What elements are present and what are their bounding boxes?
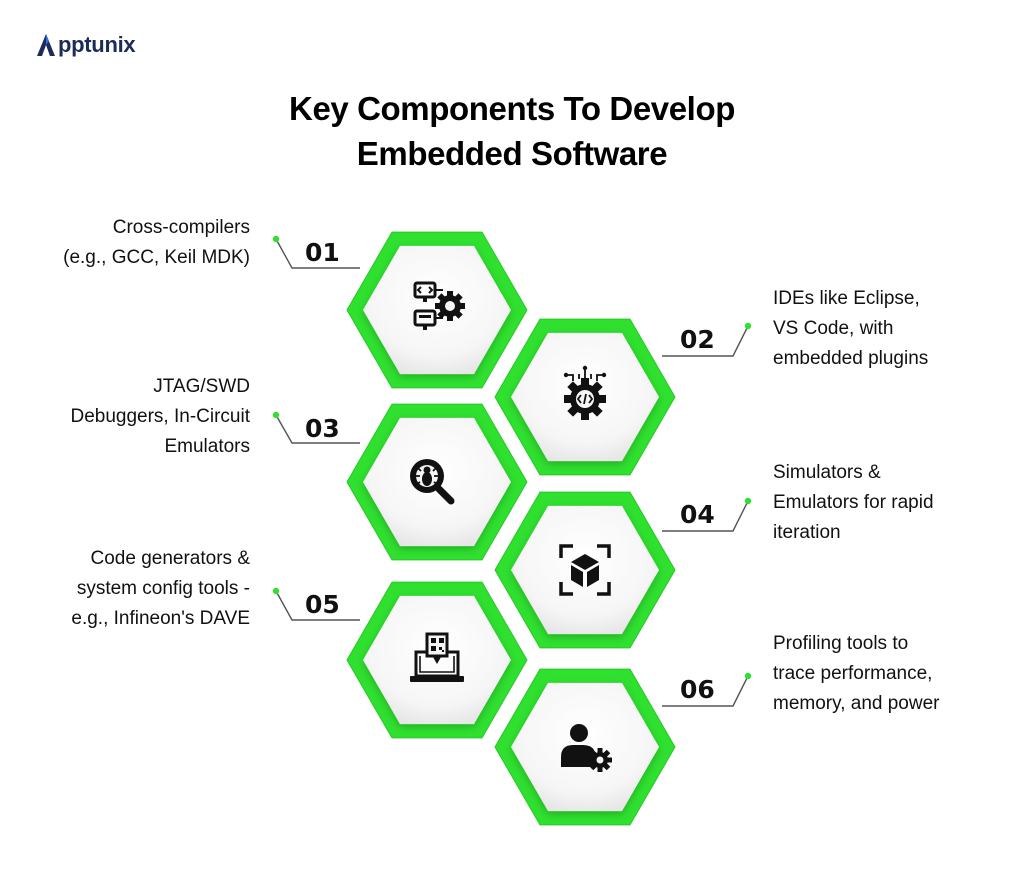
component-label-05: Code generators & system config tools - … <box>71 548 250 629</box>
laptop-qr-icon <box>410 632 464 682</box>
code-gear-icon <box>413 281 465 330</box>
code-chip-gear-icon <box>563 365 607 420</box>
logo-mark-icon <box>37 34 55 56</box>
component-label-02: IDEs like Eclipse, VS Code, with embedde… <box>773 288 929 369</box>
connector-03 <box>272 411 360 444</box>
bug-search-icon <box>410 459 455 505</box>
component-label-03: JTAG/SWD Debuggers, In-Circuit Emulators <box>70 376 250 457</box>
component-label-04: Simulators & Emulators for rapid iterati… <box>773 462 934 543</box>
component-number-02: 02 <box>680 325 715 354</box>
component-number-04: 04 <box>680 500 715 529</box>
title-line-2: Embedded Software <box>356 135 668 172</box>
page-title: Key Components To Develop Embedded Softw… <box>0 86 1024 176</box>
brand-logo: pptunix <box>36 32 136 58</box>
component-number-06: 06 <box>680 675 715 704</box>
connector-02 <box>662 322 752 357</box>
cube-frame-icon <box>559 544 611 596</box>
connector-05 <box>272 587 360 621</box>
title-line-1: Key Components To Develop <box>289 90 735 127</box>
connector-04 <box>662 497 752 532</box>
component-number-01: 01 <box>305 238 340 267</box>
component-label-01: Cross-compilers (e.g., GCC, Keil MDK) <box>63 217 250 268</box>
component-label-06: Profiling tools to trace performance, me… <box>773 633 940 714</box>
component-number-03: 03 <box>305 414 340 443</box>
hexagon-01 <box>346 231 528 389</box>
component-number-05: 05 <box>305 590 340 619</box>
connector-01 <box>272 235 360 269</box>
logo-text: pptunix <box>58 32 136 57</box>
connector-06 <box>662 672 752 707</box>
